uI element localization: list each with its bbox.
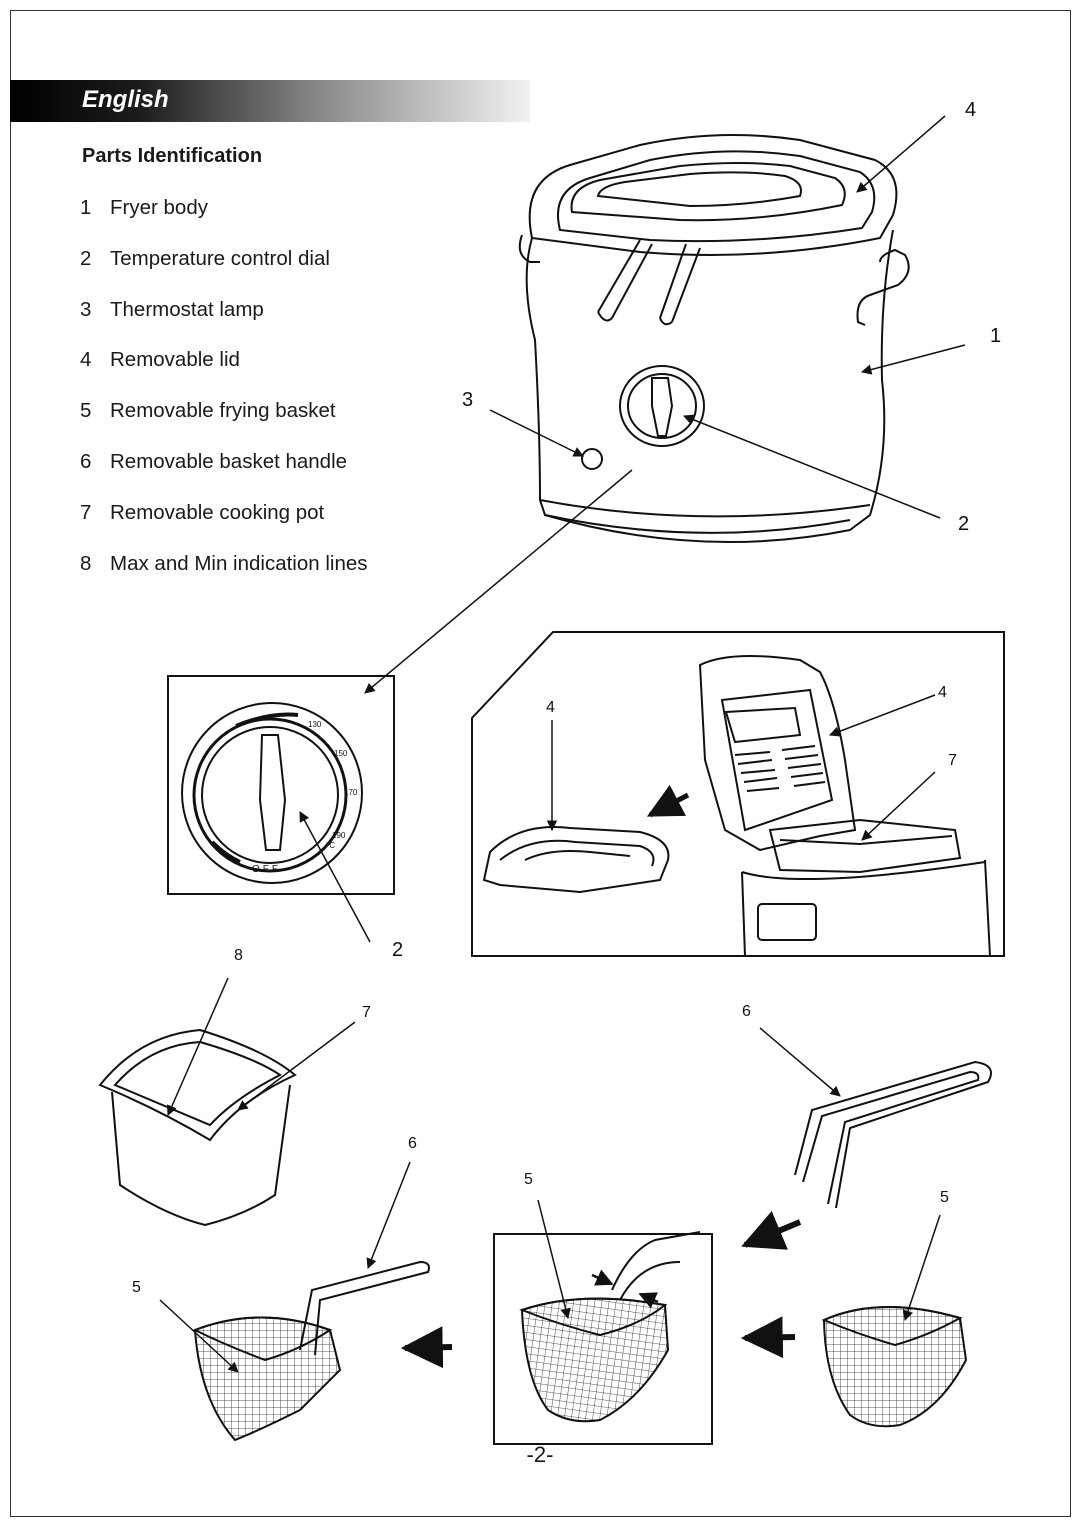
lid-removal-illustration <box>482 655 991 957</box>
step-arrow <box>400 1326 453 1369</box>
callout-6: 6 <box>742 1003 751 1020</box>
part-number: 3 <box>80 297 92 321</box>
part-number: 6 <box>80 449 92 473</box>
dial-off-label: OFF <box>252 864 281 875</box>
part-item: 6 Removable basket handle <box>80 450 368 501</box>
callout-5: 5 <box>940 1189 949 1206</box>
step-arrow <box>740 1316 796 1359</box>
callout-6: 6 <box>408 1135 417 1152</box>
callout-2: 2 <box>392 939 403 961</box>
language-label: English <box>82 86 169 113</box>
callout-1: 1 <box>990 325 1001 347</box>
part-number: 1 <box>80 196 92 219</box>
callout-8: 8 <box>234 947 243 964</box>
callout-3: 3 <box>462 389 473 411</box>
leader-line <box>683 414 941 519</box>
page-number: -2- <box>526 1442 554 1467</box>
leader-line <box>860 344 966 375</box>
fryer-illustration <box>518 134 910 543</box>
part-label: Removable cooking pot <box>110 500 325 524</box>
part-number: 8 <box>80 551 92 575</box>
parts-title: Parts Identification <box>82 145 263 167</box>
leader-line <box>489 409 584 457</box>
part-label: Max and Min indication lines <box>110 551 368 575</box>
basket-attach-box <box>493 1233 713 1445</box>
part-number: 4 <box>80 348 92 372</box>
callout-5: 5 <box>524 1171 533 1188</box>
basket-attach-illustration <box>519 1199 701 1423</box>
part-item: 1 Fryer body <box>80 196 368 247</box>
step-arrow <box>741 1211 802 1250</box>
part-label: Fryer body <box>110 196 208 219</box>
basket-assembled-illustration <box>159 1161 430 1442</box>
part-label: Thermostat lamp <box>110 297 264 321</box>
callout-2: 2 <box>958 513 969 535</box>
part-item: 7 Removable cooking pot <box>80 501 368 552</box>
lid-removal-box <box>471 631 1005 957</box>
basket-empty-illustration <box>821 1214 968 1428</box>
part-label: Removable frying basket <box>110 399 336 423</box>
basket-handle-illustration <box>759 1027 992 1209</box>
part-item: 3 Thermostat lamp <box>80 298 368 349</box>
dial-mark-190: 190 <box>332 831 346 840</box>
dial-detail-box <box>167 675 395 895</box>
language-banner <box>10 80 530 122</box>
page-frame <box>10 10 1071 1517</box>
part-number: 2 <box>80 246 92 270</box>
dial-mark-130: 130 <box>308 720 322 729</box>
leader-line <box>364 469 633 694</box>
part-label: Temperature control dial <box>110 246 330 270</box>
part-label: Removable basket handle <box>110 449 348 473</box>
part-number: 7 <box>80 500 92 524</box>
callout-7: 7 <box>948 752 957 769</box>
dial-mark-170: 170 <box>344 788 358 797</box>
callout-4: 4 <box>965 99 976 121</box>
part-item: 5 Removable frying basket <box>80 399 368 450</box>
callout-4: 4 <box>938 684 947 701</box>
part-item: 2 Temperature control dial <box>80 247 368 298</box>
callout-4: 4 <box>546 699 555 716</box>
part-item: 8 Max and Min indication lines <box>80 552 368 603</box>
dial-mark-150: 150 <box>334 749 348 758</box>
dial-detail <box>181 702 371 943</box>
part-item: 4 Removable lid <box>80 348 368 399</box>
part-label: Removable lid <box>110 348 240 372</box>
callout-5: 5 <box>132 1279 141 1296</box>
leader-line <box>856 115 946 193</box>
cooking-pot-illustration <box>98 977 356 1227</box>
dial-unit: °C <box>326 841 335 850</box>
part-number: 5 <box>80 399 92 423</box>
callout-7: 7 <box>362 1004 371 1021</box>
